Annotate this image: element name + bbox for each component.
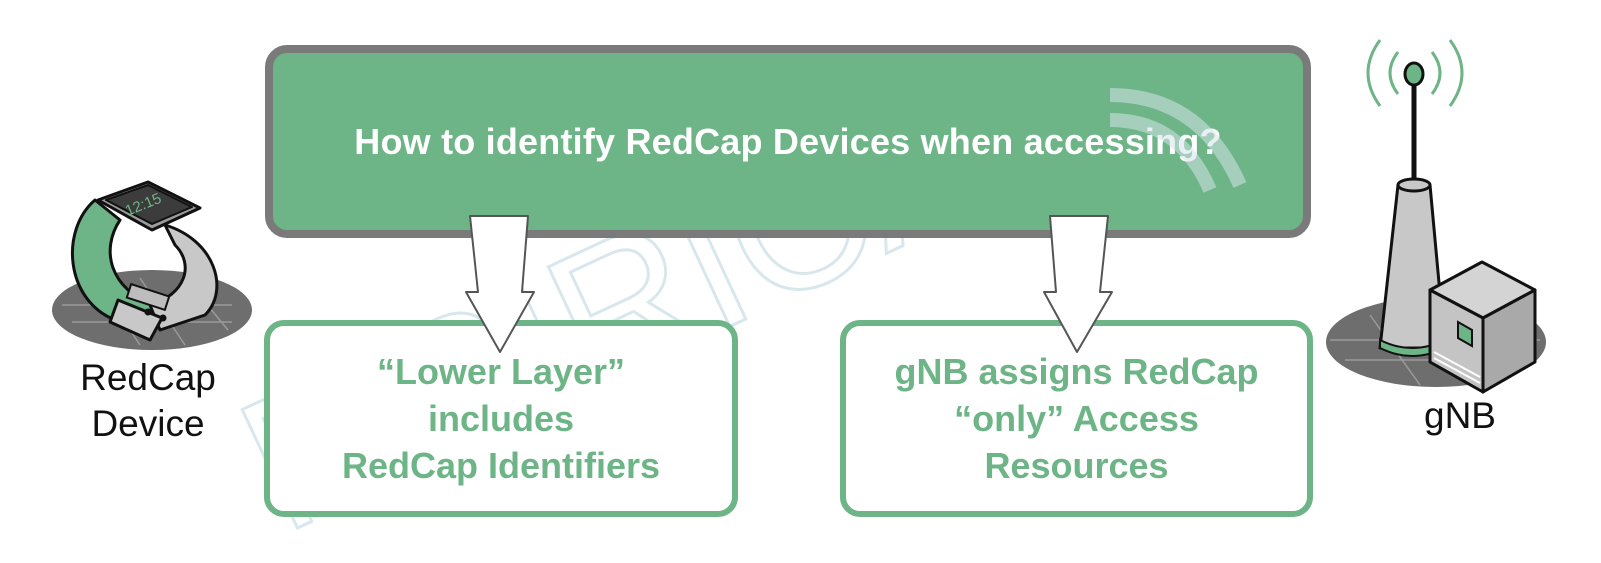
base-station-icon <box>1326 39 1546 394</box>
answer-line: “Lower Layer” <box>376 351 626 392</box>
answer-line: “only” Access <box>954 398 1199 439</box>
question-text: How to identify RedCap Devices when acce… <box>354 121 1222 162</box>
answer-line: includes <box>427 398 575 439</box>
device-label-line: RedCap <box>80 357 216 398</box>
gnb-label: gNB <box>1424 395 1496 436</box>
answer-box-lower-layer: “Lower Layer” includes RedCap Identifier… <box>264 320 738 517</box>
smartwatch-icon: 12:15 <box>52 180 252 350</box>
question-box: How to identify RedCap Devices when acce… <box>265 45 1311 238</box>
answer-box-gnb-assigns: gNB assigns RedCap “only” Access Resourc… <box>840 320 1313 517</box>
svg-text:12:15: 12:15 <box>123 190 164 220</box>
answer-line: Resources <box>984 445 1169 486</box>
answer-line: gNB assigns RedCap <box>894 351 1259 392</box>
answer-line: RedCap Identifiers <box>341 445 661 486</box>
device-label-line: Device <box>91 403 204 444</box>
